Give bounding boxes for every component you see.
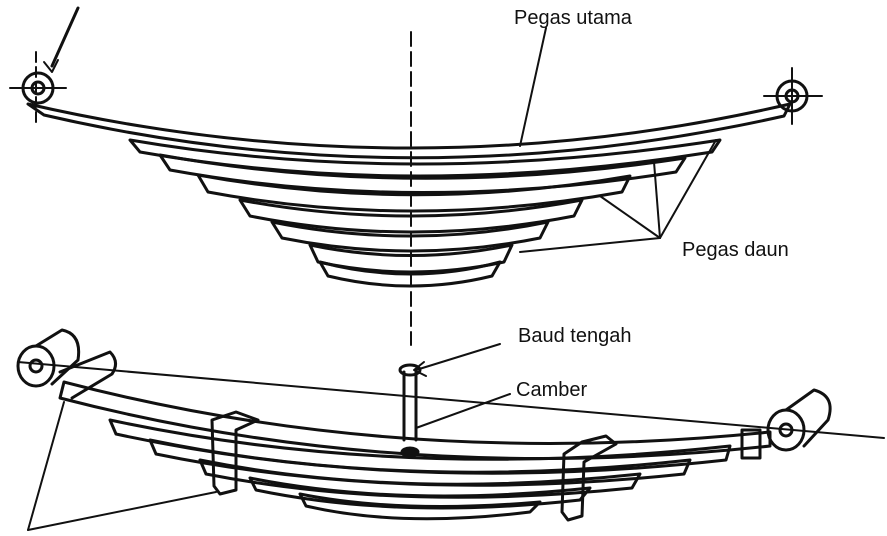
top-spring-assembly <box>9 6 823 346</box>
leaf-3-top <box>158 153 687 195</box>
leaf-6-bottom <box>298 492 542 521</box>
bottom-left-pointer-1 <box>27 401 65 531</box>
main-leaf-top <box>26 102 792 160</box>
bottom-left-pointer-2 <box>27 491 217 531</box>
leaf-7-top <box>308 243 514 274</box>
leaf-6-top <box>270 220 550 253</box>
main-leaf-bottom <box>58 380 772 460</box>
leaf-8-top <box>318 260 502 288</box>
camber-reference-line <box>17 361 885 439</box>
clamp-left <box>210 410 260 496</box>
camber-label: Camber <box>516 379 587 401</box>
leaf-4-bottom <box>198 458 642 499</box>
leaf-5-top <box>238 198 584 234</box>
main-spring-leader <box>519 27 547 147</box>
leaf-springs-leaders <box>519 139 717 253</box>
leaf-5-bottom <box>248 476 592 510</box>
right-eye-bottom <box>740 388 832 460</box>
main-spring-label: Pegas utama <box>514 7 633 29</box>
clamp-right <box>560 434 618 522</box>
left-eye-top <box>9 51 67 126</box>
center-bolt-label: Baud tengah <box>518 325 631 347</box>
top-left-pointer <box>50 6 80 68</box>
leaf-springs-label: Pegas daun <box>682 239 789 261</box>
center-bolt-leader <box>415 343 501 371</box>
camber-leader <box>415 393 511 429</box>
bottom-spring-assembly <box>16 328 885 531</box>
right-eye-top <box>763 67 823 125</box>
leaf-4-top <box>196 173 632 213</box>
left-eye-bottom <box>16 328 117 400</box>
center-bolt <box>398 363 422 458</box>
